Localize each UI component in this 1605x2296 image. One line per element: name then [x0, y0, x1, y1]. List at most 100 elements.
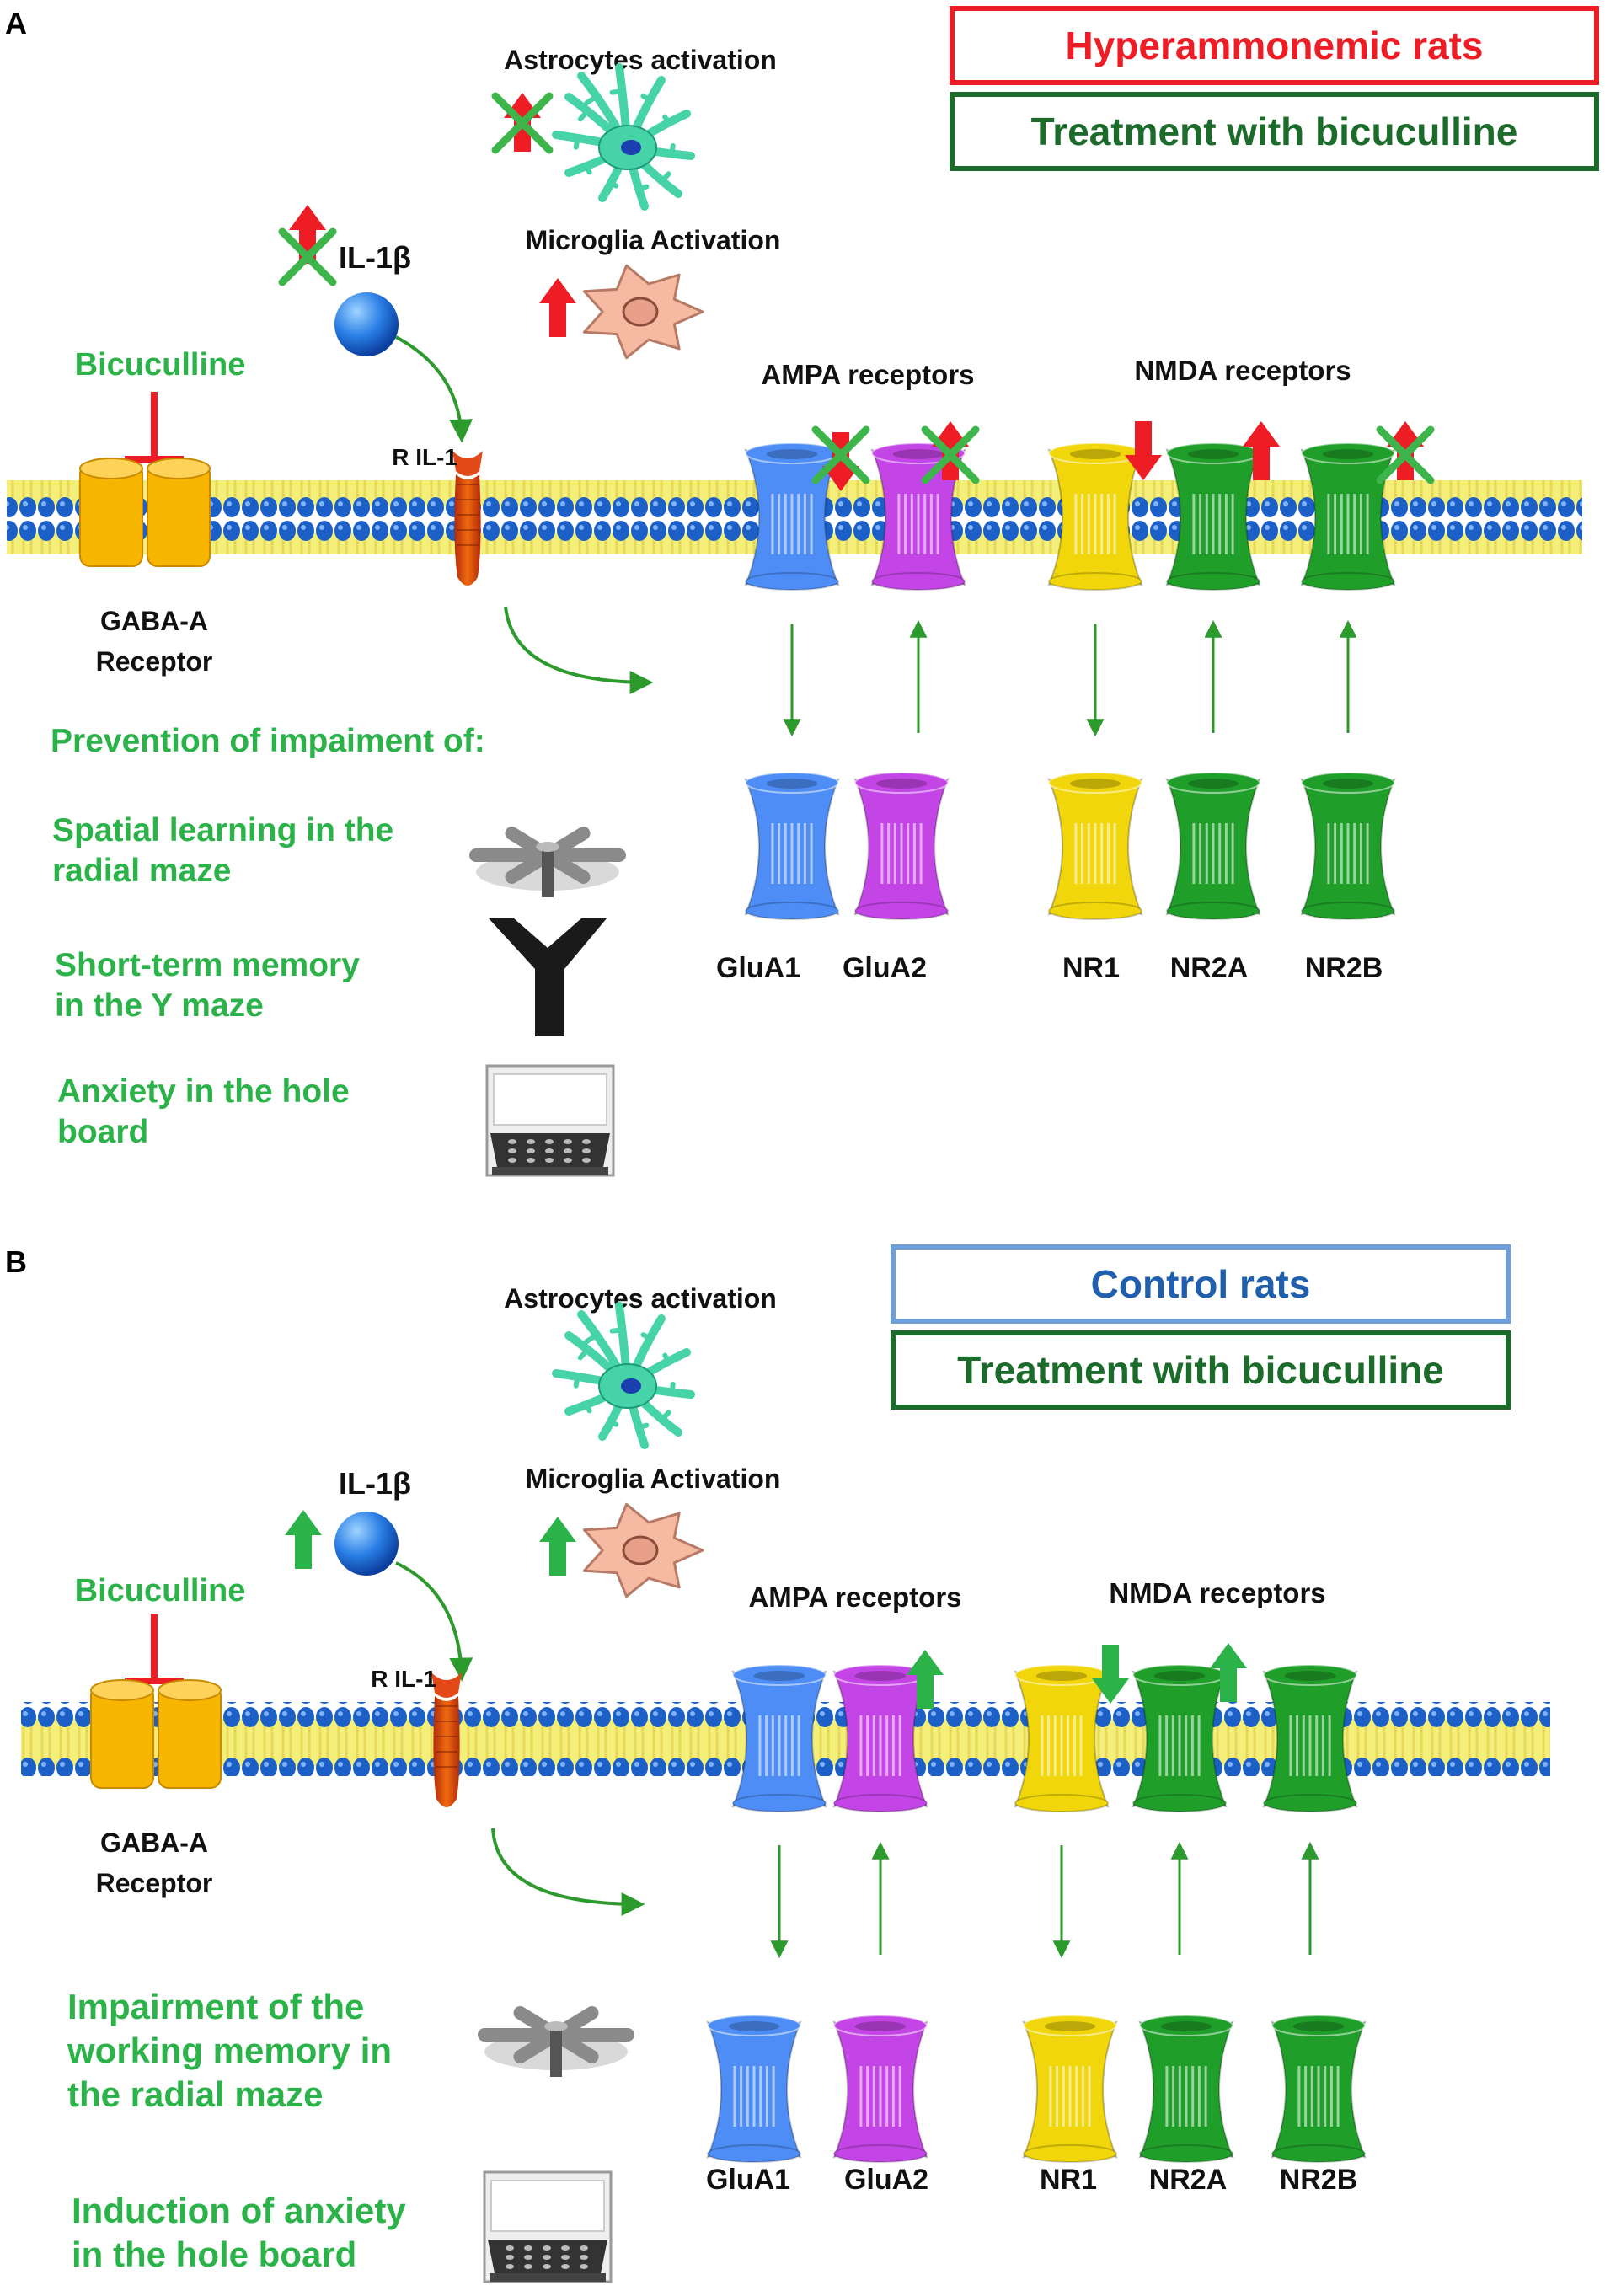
- glua2-up-arrow: [907, 1650, 944, 1709]
- outcome-text: radial maze: [52, 853, 231, 889]
- il1b-up-arrow: [285, 1510, 322, 1569]
- il1b-label: IL-1β: [339, 1466, 411, 1501]
- subunit-label-glua1: GluA1: [706, 2164, 790, 2196]
- membrane-channel-nr1: [1014, 1664, 1110, 1812]
- legend-treatment-label: Treatment with bicuculline: [1031, 110, 1518, 153]
- outcome-heading: Prevention of impaiment of:: [51, 723, 485, 759]
- outcome-text: Anxiety in the hole: [57, 1073, 350, 1110]
- membrane-channel-nr2a: [1132, 1664, 1228, 1812]
- glua1-cross-icon: [811, 425, 870, 484]
- membrane-channel-nr2b: [1262, 1664, 1358, 1812]
- nr2a-up-arrow: [1243, 421, 1280, 480]
- membrane-channel-nr1: [1047, 442, 1143, 591]
- panel-letter: B: [5, 1244, 27, 1279]
- membrane-channel-nr2b: [1300, 442, 1396, 591]
- microglia-icon: [582, 264, 704, 360]
- microglia-icon: [582, 1502, 704, 1598]
- nmda-label: NMDA receptors: [1109, 1577, 1325, 1608]
- gaba-a-receptor: [79, 458, 211, 567]
- ril1-label: R IL-1: [371, 1666, 436, 1692]
- pool-nr2b: [1271, 2015, 1367, 2163]
- legend-condition-label: Hyperammonemic rats: [1066, 24, 1484, 67]
- outcome-text: Impairment of the: [67, 1987, 364, 2026]
- subunit-label-glua2: GluA2: [843, 952, 927, 984]
- membrane-channel-nr2a: [1165, 442, 1261, 591]
- legend-treatment-label: Treatment with bicuculline: [957, 1348, 1444, 1392]
- il1b-to-receptor-arrow: [395, 1561, 473, 1682]
- nr1-down-arrow: [1125, 421, 1162, 480]
- microglia-up-arrow: [539, 278, 576, 337]
- legend-box-condition: [891, 1244, 1511, 1324]
- pool-glua1: [706, 2015, 802, 2163]
- pool-glua2: [853, 772, 950, 920]
- pool-nr1: [1022, 2015, 1118, 2163]
- il1b-label: IL-1β: [339, 240, 411, 275]
- bicuculline-label: Bicuculline: [75, 347, 246, 383]
- pool-glua2: [832, 2015, 928, 2163]
- il1b-cross-icon: [278, 227, 337, 286]
- gaba-label: Receptor: [96, 1868, 213, 1898]
- il1b-molecule: [334, 292, 399, 356]
- astrocytes-label: Astrocytes activation: [504, 45, 777, 75]
- subunit-label-nr2b: NR2B: [1280, 2164, 1358, 2196]
- pool-nr2a: [1165, 772, 1261, 920]
- signaling-arrow: [504, 606, 654, 694]
- subunit-label-nr1: NR1: [1062, 952, 1120, 984]
- astrocyte-cross-icon: [491, 92, 554, 154]
- outcome-text: in the hole board: [72, 2234, 356, 2274]
- pool-glua1: [744, 772, 840, 920]
- radial-maze-icon: [469, 827, 626, 897]
- nmda-label: NMDA receptors: [1134, 355, 1351, 386]
- pool-nr2b: [1300, 772, 1396, 920]
- nr2b-cross-icon: [1376, 425, 1435, 484]
- bicuculline-label: Bicuculline: [75, 1573, 246, 1608]
- microglia-label: Microglia Activation: [526, 225, 781, 255]
- legend-box-condition: [950, 6, 1599, 85]
- subunit-label-nr2a: NR2A: [1170, 952, 1249, 984]
- membrane-channel-glua2: [870, 442, 966, 591]
- radial-maze-icon: [478, 2006, 634, 2077]
- legend-box-treatment: [891, 1330, 1511, 1410]
- pool-nr1: [1047, 772, 1143, 920]
- outcome-text: the radial maze: [67, 2074, 323, 2114]
- glua2-cross-icon: [921, 425, 980, 484]
- hole-board-icon: [485, 1064, 615, 1177]
- subunit-label-nr1: NR1: [1040, 2164, 1097, 2196]
- pool-nr2a: [1138, 2015, 1234, 2163]
- ril1-receptor: [431, 1672, 462, 1807]
- membrane-channel-glua1: [744, 442, 840, 591]
- ampa-label: AMPA receptors: [761, 359, 974, 390]
- microglia-label: Microglia Activation: [526, 1464, 781, 1494]
- subunit-label-nr2b: NR2B: [1305, 952, 1383, 984]
- panel-letter: A: [5, 6, 27, 40]
- il1b-molecule: [334, 1512, 399, 1576]
- astrocytes-label: Astrocytes activation: [504, 1283, 777, 1314]
- legend-condition-label: Control rats: [1091, 1262, 1311, 1306]
- membrane-channel-glua1: [731, 1664, 827, 1812]
- gaba-a-receptor: [90, 1679, 222, 1789]
- il1b-to-receptor-arrow: [395, 335, 473, 443]
- nr2a-up-arrow: [1210, 1643, 1247, 1702]
- subunit-label-glua1: GluA1: [716, 952, 800, 984]
- gaba-label: GABA-A: [100, 606, 208, 636]
- ril1-receptor: [452, 451, 483, 586]
- gaba-label: Receptor: [96, 646, 213, 677]
- astrocyte-icon: [552, 63, 695, 211]
- outcome-text: board: [57, 1114, 148, 1150]
- subunit-label-glua2: GluA2: [844, 2164, 928, 2196]
- outcome-text: working memory in: [67, 2031, 392, 2070]
- outcome-text: Induction of anxiety: [72, 2191, 406, 2230]
- subunit-label-nr2a: NR2A: [1149, 2164, 1228, 2196]
- gaba-label: GABA-A: [100, 1828, 208, 1858]
- outcome-text: Short-term memory: [55, 947, 360, 983]
- outcome-text: Spatial learning in the: [52, 812, 393, 848]
- signaling-arrow: [491, 1828, 645, 1916]
- legend-box-treatment: [950, 92, 1599, 171]
- ampa-label: AMPA receptors: [748, 1582, 961, 1613]
- ril1-label: R IL-1: [392, 444, 457, 470]
- outcome-text: in the Y maze: [55, 987, 264, 1024]
